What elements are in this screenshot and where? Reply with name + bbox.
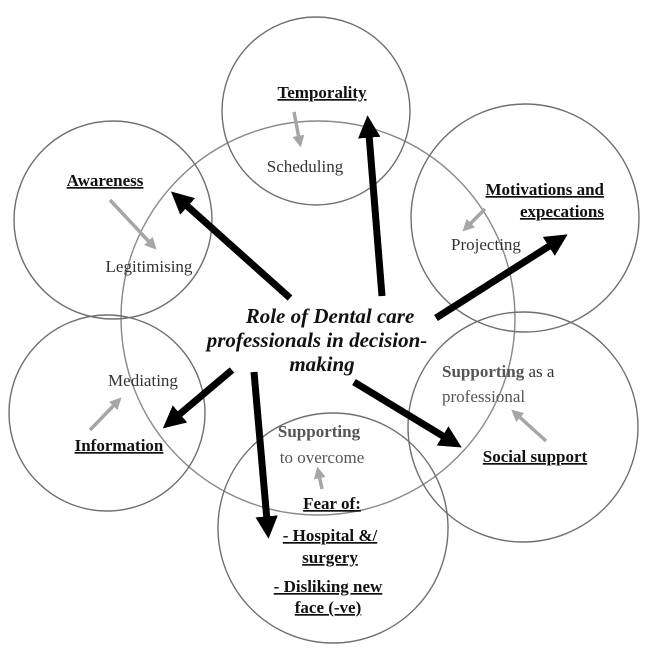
center-line-2: professionals in decision- (205, 328, 428, 352)
social-support-circle (407, 311, 639, 543)
fear-heading: Fear of: (303, 494, 361, 513)
social-process-line-1: Supporting as a (442, 362, 555, 381)
arrow-to-information (162, 367, 235, 429)
center-line-1: Role of Dental care (245, 304, 415, 328)
motivations-circle (410, 103, 640, 333)
gray-arrow-awareness (108, 198, 157, 250)
information-heading: Information (75, 436, 164, 455)
fear-item-2-line-1: - Disliking new (274, 577, 383, 596)
motivations-heading-line-2: expecations (520, 202, 604, 221)
motivations-process: Projecting (451, 235, 521, 254)
arrow-to-motivations (434, 234, 568, 321)
awareness-circle (13, 120, 213, 320)
awareness-process: Legitimising (106, 257, 193, 276)
social-process-line-2: professional (442, 387, 525, 406)
arrow-to-social-support (352, 379, 462, 448)
center-line-3: making (289, 352, 354, 376)
fear-process-bold: Supporting (278, 422, 361, 441)
arrow-to-temporality (358, 115, 386, 297)
fear-circle (217, 412, 449, 644)
social-process-bold: Supporting (442, 362, 525, 381)
arrow-to-awareness (170, 191, 293, 301)
temporality-heading: Temporality (277, 83, 367, 102)
fear-item-1-line-1: - Hospital &/ (283, 526, 378, 545)
gray-arrow-information (88, 397, 122, 432)
fear-process-line-2: to overcome (280, 448, 365, 467)
information-process: Mediating (108, 371, 178, 390)
fear-item-1-line-2: surgery (302, 548, 358, 567)
gray-arrow-temporality (292, 111, 305, 148)
gray-arrow-motivations (462, 207, 487, 232)
temporality-circle (221, 16, 411, 206)
social-support-heading: Social support (483, 447, 588, 466)
temporality-process: Scheduling (267, 157, 344, 176)
fear-item-2-line-2: face (-ve) (295, 598, 362, 617)
gray-arrow-fear (313, 466, 326, 490)
gray-arrow-social-support (511, 409, 548, 443)
motivations-heading-line-1: Motivations and (485, 180, 604, 199)
awareness-heading: Awareness (67, 171, 144, 190)
social-process-rest: as a (524, 362, 555, 381)
arrow-to-fear (250, 371, 278, 539)
information-circle (8, 314, 206, 512)
